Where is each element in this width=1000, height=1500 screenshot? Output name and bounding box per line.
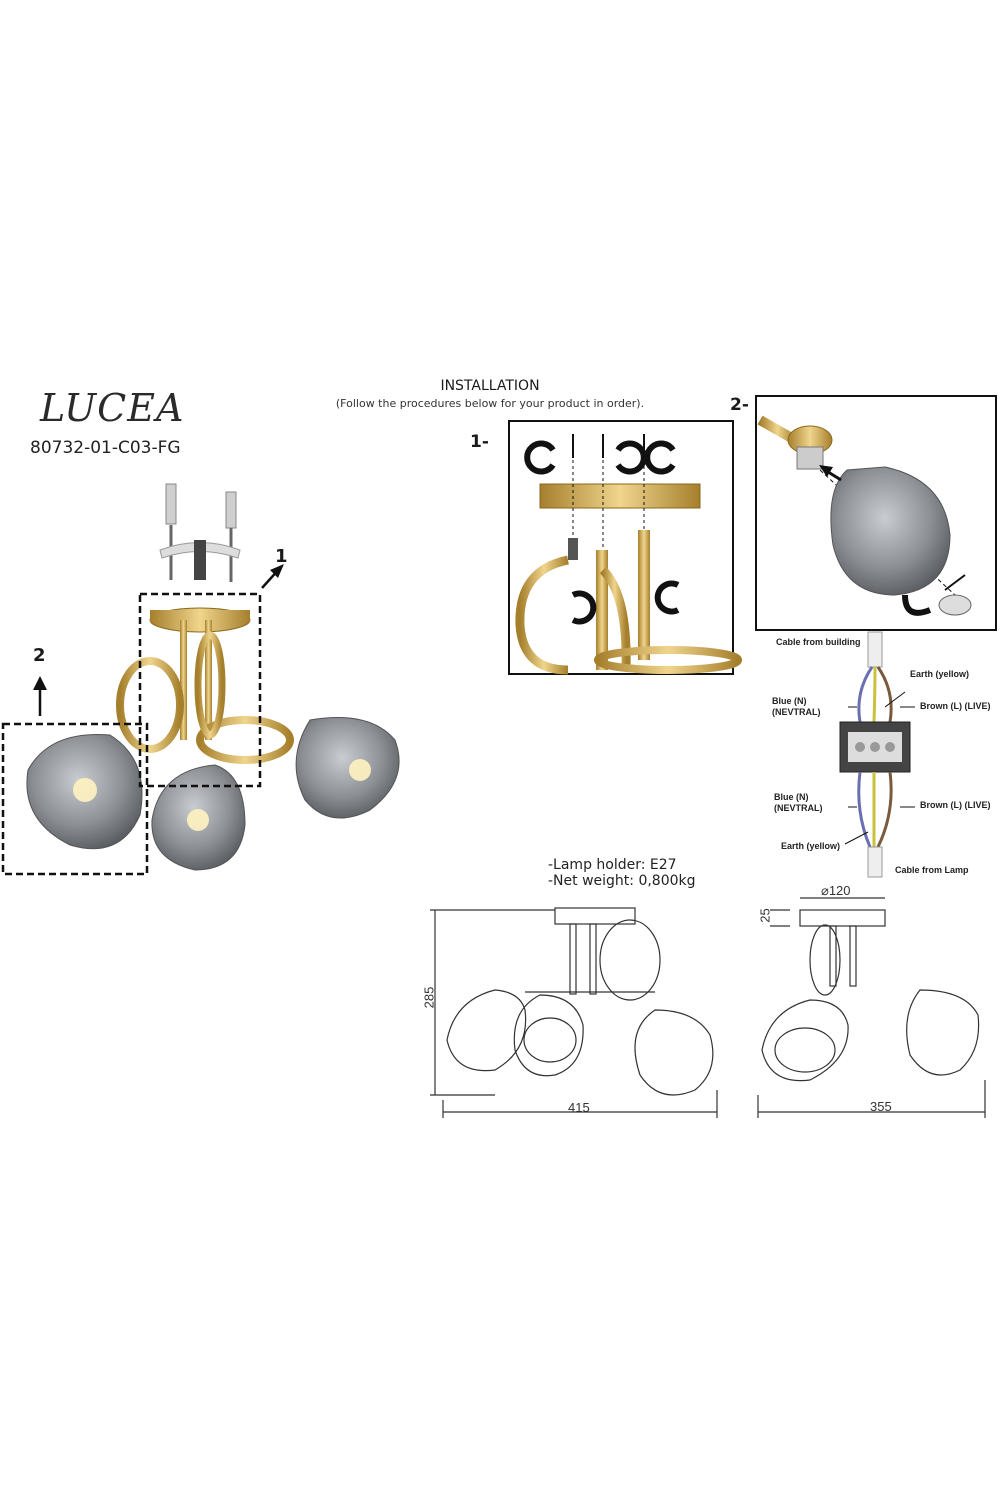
- wire-label-cable-lamp: Cable from Lamp: [895, 865, 969, 875]
- wire-label-earth-bottom: Earth (yellow): [781, 841, 841, 851]
- callout-one: 1: [275, 546, 288, 567]
- wire-label-brown-top: Brown (L) (LIVE): [920, 701, 991, 711]
- lamp-shade-right: [295, 717, 400, 819]
- wire-label-blue-top: Blue (N) (NEVTRAL): [772, 696, 821, 717]
- dimension-canopy-height: 25: [757, 908, 773, 923]
- installation-title: INSTALLATION: [440, 378, 540, 394]
- dimension-width-front: 415: [568, 1100, 590, 1115]
- technical-drawing-side: [757, 897, 986, 1118]
- step-2-label: 2-: [730, 395, 749, 415]
- dimension-diameter: ⌀120: [821, 883, 851, 898]
- installation-subtitle: (Follow the procedures below for your pr…: [335, 397, 645, 410]
- callout-two: 2: [33, 645, 46, 666]
- spec-net-weight: -Net weight: 0,800kg: [548, 873, 696, 889]
- wire-label-cable-building: Cable from building: [776, 637, 861, 647]
- step-2-diagram: [755, 395, 997, 631]
- product-name: LUCEA: [40, 386, 185, 430]
- wire-label-earth-top: Earth (yellow): [910, 669, 970, 679]
- lamp-shade-center: [151, 764, 246, 871]
- product-code: 80732-01-C03-FG: [30, 438, 181, 458]
- technical-drawing-front: [430, 907, 718, 1118]
- spec-lamp-holder: -Lamp holder: E27: [548, 857, 677, 873]
- lamp-shade-left: [26, 733, 143, 850]
- wall-anchor-icon: [159, 483, 241, 582]
- wire-label-brown-bottom: Brown (L) (LIVE): [920, 800, 991, 810]
- product-illustration: [1, 483, 400, 876]
- dimension-width-side: 355: [870, 1099, 892, 1114]
- wire-label-blue-bottom: Blue (N) (NEVTRAL): [774, 792, 823, 813]
- step-1-diagram: [508, 420, 742, 675]
- wiring-diagram: [839, 631, 915, 878]
- dimension-height: 285: [421, 986, 437, 1009]
- step-1-label: 1-: [470, 432, 489, 452]
